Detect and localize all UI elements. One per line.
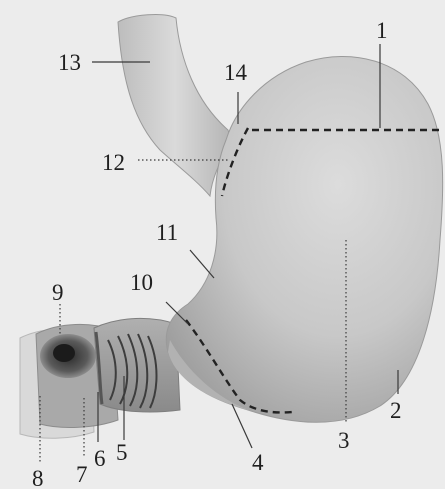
label-4: 4 <box>252 450 264 475</box>
label-10: 10 <box>130 270 153 295</box>
label-2: 2 <box>390 398 402 423</box>
label-1: 1 <box>376 18 388 43</box>
label-5: 5 <box>116 440 128 465</box>
label-6: 6 <box>94 446 106 471</box>
label-8: 8 <box>32 466 44 489</box>
label-3: 3 <box>338 428 350 453</box>
pyloric-opening <box>53 344 75 362</box>
label-12: 12 <box>102 150 125 175</box>
label-11: 11 <box>156 220 178 245</box>
label-14: 14 <box>224 60 248 85</box>
label-9: 9 <box>52 280 64 305</box>
label-7: 7 <box>76 462 88 487</box>
label-13: 13 <box>58 50 81 75</box>
